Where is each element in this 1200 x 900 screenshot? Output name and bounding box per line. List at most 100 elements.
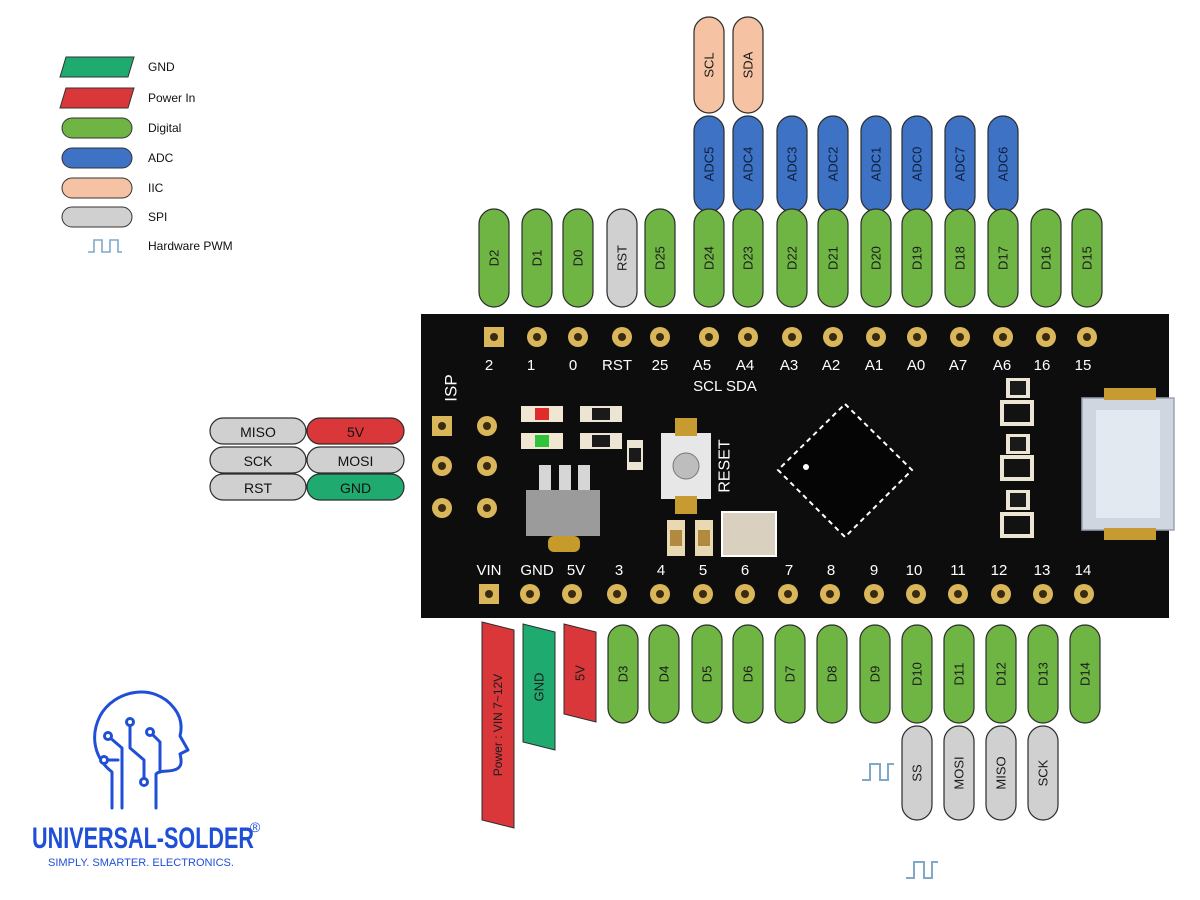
silk-scl-sda: SCL SDA [693, 378, 757, 395]
silk-top-label: A7 [949, 357, 967, 374]
silk-top-label: 25 [652, 357, 669, 374]
legend-swatch-gnd [59, 56, 135, 78]
pin-tag-d9: D9 [859, 624, 891, 724]
pin-tag-d1: D1 [521, 208, 553, 308]
regulator-leg [559, 465, 571, 491]
silk-bottom-label: 8 [827, 562, 835, 579]
pad-hole [490, 333, 498, 341]
spi-tag-sck-label: SCK [1036, 759, 1051, 786]
pad-hole [997, 590, 1005, 598]
power-gnd-tag: GND [522, 623, 556, 751]
pin-tag-d2-label: D2 [487, 250, 502, 267]
silk-top-label: A4 [736, 357, 754, 374]
power-5v-tag: 5V [563, 623, 597, 723]
brand-tagline: SIMPLY. SMARTER. ELECTRONICS. [48, 857, 234, 869]
pin-tag-d16: D16 [1030, 208, 1062, 308]
legend-label-adc: ADC [148, 151, 174, 165]
legend-label-digital: Digital [148, 121, 181, 135]
silk-top-label: 16 [1034, 357, 1051, 374]
silk-bottom-label: 13 [1034, 562, 1051, 579]
pin-tag-d13-label: D13 [1036, 662, 1051, 686]
pin-tag-d13: D13 [1027, 624, 1059, 724]
pad-hole [483, 462, 491, 470]
pin-tag-d22-label: D22 [785, 246, 800, 270]
regulator-leg [539, 465, 551, 491]
pin-tag-d18-label: D18 [953, 246, 968, 270]
power-gnd-tag-label: GND [532, 673, 547, 702]
pad-hole [744, 333, 752, 341]
diode-body [1004, 404, 1030, 422]
circuit-traces [104, 720, 162, 810]
adc-tag-adc3: ADC3 [776, 115, 808, 213]
pad-hole [656, 333, 664, 341]
resistor-body [1010, 493, 1026, 507]
circuit-node [103, 731, 113, 741]
usb-tab [1104, 388, 1156, 400]
adc-tag-adc1-label: ADC1 [869, 147, 884, 182]
adc-tag-adc7: ADC7 [944, 115, 976, 213]
silk-top-label: A6 [993, 357, 1011, 374]
pad-hole [913, 333, 921, 341]
pin-tag-d9-label: D9 [868, 666, 883, 683]
power-vin-tag: Power : VIN 7~12V [481, 621, 515, 829]
silk-bottom-label: 5 [699, 562, 707, 579]
pin-tag-d4: D4 [648, 624, 680, 724]
pin-tag-d23-label: D23 [741, 246, 756, 270]
resistor-body [592, 408, 610, 420]
pad-hole [705, 333, 713, 341]
brand-logo: UNIVERSAL-SOLDER® SIMPLY. SMARTER. ELECTR… [32, 690, 261, 869]
isp-tag-gnd: GND [306, 473, 405, 501]
silk-bottom-label: GND [520, 562, 554, 579]
spi-tag-miso-label: MISO [994, 756, 1009, 789]
pin-tag-d17: D17 [987, 208, 1019, 308]
pin-tag-d12-label: D12 [994, 662, 1009, 686]
pin-tag-d25-label: D25 [653, 246, 668, 270]
micro-usb-shell [1096, 410, 1160, 518]
silk-bottom-label: 7 [785, 562, 793, 579]
silk-bottom-label: 3 [615, 562, 623, 579]
pad-hole [568, 590, 576, 598]
pin-tag-d21: D21 [817, 208, 849, 308]
pad-hole [1039, 590, 1047, 598]
legend-label-power: Power In [148, 91, 195, 105]
pin-tag-d14: D14 [1069, 624, 1101, 724]
resistor-small-body [629, 448, 641, 462]
isp-tag-rst-label: RST [244, 480, 272, 496]
adc-tag-adc1: ADC1 [860, 115, 892, 213]
pwm-marks [862, 763, 938, 879]
iic-tag-sda: SDA [732, 16, 764, 114]
regulator-tab [548, 536, 580, 552]
pad-hole [788, 333, 796, 341]
head-outline [93, 690, 190, 810]
isp-tag-5v: 5V [306, 417, 405, 445]
reset-button-pad [675, 418, 697, 436]
capacitor-body [670, 530, 682, 546]
pin-tag-d15-label: D15 [1080, 246, 1095, 270]
pin-tag-d8: D8 [816, 624, 848, 724]
adc-tag-adc0-label: ADC0 [910, 147, 925, 182]
legend-swatch-adc [61, 147, 133, 169]
pad-hole [656, 590, 664, 598]
adc-tag-adc2: ADC2 [817, 115, 849, 213]
iic-tag-scl: SCL [693, 16, 725, 114]
pad-hole [574, 333, 582, 341]
pin-tag-d7-label: D7 [783, 666, 798, 683]
usb-tab [1104, 528, 1156, 540]
pad-hole [999, 333, 1007, 341]
brand-registered-mark: ® [250, 819, 261, 835]
spi-tag-sck: SCK [1027, 725, 1059, 821]
brand-name: UNIVERSAL-SOLDER [32, 822, 254, 855]
adc-tag-adc2-label: ADC2 [826, 147, 841, 182]
pad-hole [872, 333, 880, 341]
pin-tag-d11: D11 [943, 624, 975, 724]
legend-swatch-iic [61, 177, 133, 199]
pin-tag-d8-label: D8 [825, 666, 840, 683]
circuit-node [125, 717, 135, 727]
mcu-pin1-dot [803, 464, 809, 470]
diode-body [1004, 459, 1030, 477]
pin-tag-d24: D24 [693, 208, 725, 308]
pin-tag-d10-label: D10 [910, 662, 925, 686]
silk-top-label: RST [602, 357, 632, 374]
